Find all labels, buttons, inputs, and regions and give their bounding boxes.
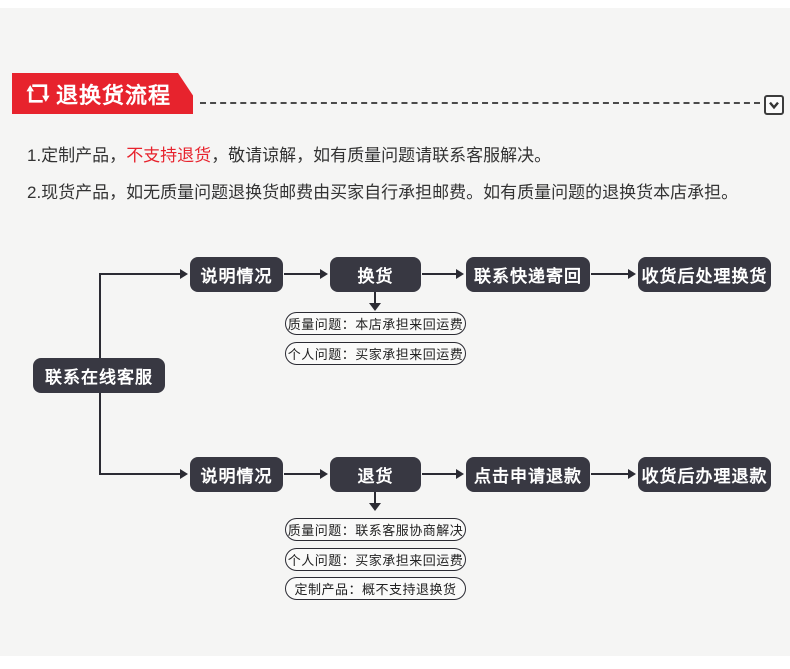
collapse-toggle-button[interactable] [764, 95, 784, 115]
section-title: 退换货流程 [56, 82, 172, 108]
exchange-loop-icon [25, 81, 50, 106]
return-note-personal: 个人问题：买家承担来回运费 [285, 548, 466, 571]
note-1-highlight: 不支持退货 [126, 146, 212, 165]
flow-arrow [422, 269, 464, 279]
flow-step-process-refund: 收货后办理退款 [638, 457, 771, 492]
flow-arrow [100, 469, 188, 479]
return-note-quality: 质量问题：联系客服协商解决 [285, 518, 466, 541]
flow-step-exchange: 换货 [330, 257, 421, 292]
down-arrow-icon [369, 503, 381, 511]
flow-arrow [284, 469, 328, 479]
flow-step-process-exchange: 收货后处理换货 [638, 257, 771, 292]
down-arrow-icon [369, 303, 381, 311]
dashed-divider [200, 102, 760, 104]
return-note-custom: 定制产品：概不支持退换货 [285, 577, 466, 600]
flow-arrow [591, 469, 636, 479]
exchange-note-quality: 质量问题：本店承担来回运费 [285, 312, 466, 335]
flow-step-apply-refund: 点击申请退款 [466, 457, 590, 492]
flow-step-ship-back: 联系快递寄回 [466, 257, 590, 292]
flow-step-return: 退货 [330, 457, 421, 492]
policy-note-1: 1.定制产品，不支持退货，敬请谅解，如有质量问题请联系客服解决。 [27, 145, 551, 167]
flow-stub-line [374, 492, 376, 503]
flow-arrow [591, 269, 636, 279]
flow-step-explain-bottom: 说明情况 [190, 457, 283, 492]
flow-arrow [422, 469, 464, 479]
exchange-note-personal: 个人问题：买家承担来回运费 [285, 342, 466, 365]
flow-arrow [100, 269, 188, 279]
flow-arrow [284, 269, 328, 279]
section-header-banner: 退换货流程 [12, 73, 193, 114]
flow-stub-line [374, 292, 376, 303]
policy-note-2: 2.现货产品，如无质量问题退换货邮费由买家自行承担邮费。如有质量问题的退换货本店… [27, 183, 739, 202]
note-1-prefix: 1.定制产品， [27, 146, 127, 165]
flow-step-contact-service: 联系在线客服 [33, 358, 165, 393]
content-panel: 退换货流程 1.定制产品，不支持退货，敬请谅解，如有质量问题请联系客服解决。 2… [0, 8, 790, 656]
flow-step-explain-top: 说明情况 [190, 257, 283, 292]
chevron-down-icon [769, 101, 779, 110]
note-1-suffix: ，敬请谅解，如有质量问题请联系客服解决。 [211, 146, 552, 165]
